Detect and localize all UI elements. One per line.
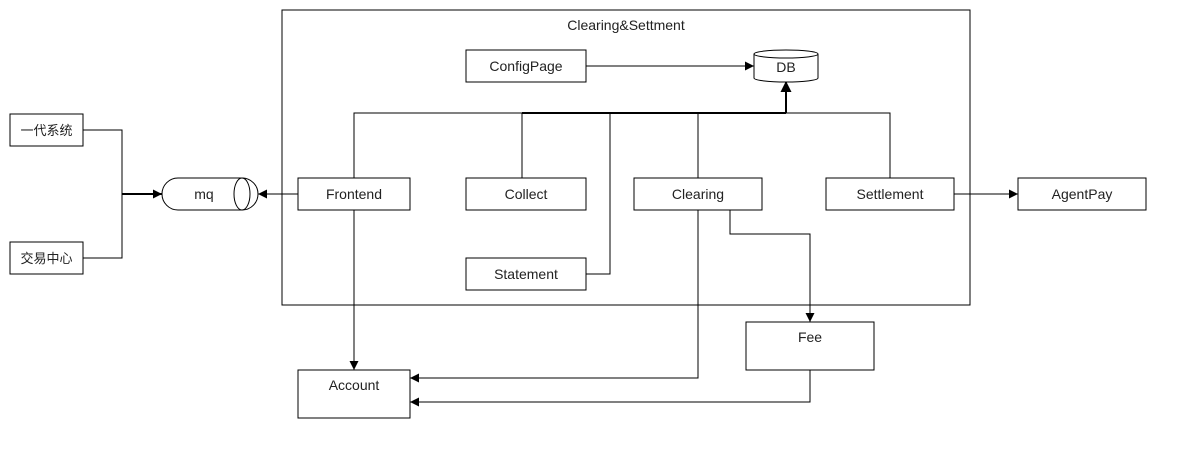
node-mq-queue[interactable]: mq [161,177,259,211]
node-account[interactable]: Account [297,369,411,419]
node-trading-center[interactable]: 交易中心 [9,241,84,275]
node-agentpay[interactable]: AgentPay [1017,177,1147,211]
node-agentpay-label: AgentPay [1052,186,1113,202]
node-mq-label: mq [194,186,213,202]
node-settlement-label: Settlement [857,186,924,202]
node-statement-label: Statement [494,266,558,282]
node-yidai-system-label: 一代系统 [20,124,72,139]
node-configpage[interactable]: ConfigPage [465,49,587,83]
node-fee-label: Fee [798,329,822,345]
node-collect[interactable]: Collect [465,177,587,211]
connectors [83,61,1018,407]
node-settlement[interactable]: Settlement [825,177,955,211]
node-statement[interactable]: Statement [465,257,587,291]
node-trading-center-label: 交易中心 [20,251,72,267]
db-cylinder-rim [753,53,819,59]
node-clearing-label: Clearing [672,186,724,202]
clearing-to-account-arrow [410,210,699,383]
mq-cylinder-face [233,177,243,211]
clearing-settlement-container: Clearing&Settment [281,9,971,306]
node-frontend[interactable]: Frontend [297,177,411,211]
node-db-database[interactable]: DB [753,49,819,83]
node-yidai-system[interactable]: 一代系统 [9,113,84,147]
node-configpage-label: ConfigPage [489,58,562,74]
clearing-to-fee-arrow [729,210,815,322]
node-db-label: DB [776,59,795,75]
statement-to-bus-line [586,113,611,275]
node-clearing[interactable]: Clearing [633,177,763,211]
container-title: Clearing&Settment [567,17,685,33]
node-frontend-label: Frontend [326,186,382,202]
source-merge-line [83,129,123,259]
mq-cylinder-back [241,177,251,211]
fee-to-account-arrow [410,370,811,407]
node-account-label: Account [329,377,380,393]
node-fee[interactable]: Fee [745,321,875,371]
node-collect-label: Collect [505,186,548,202]
